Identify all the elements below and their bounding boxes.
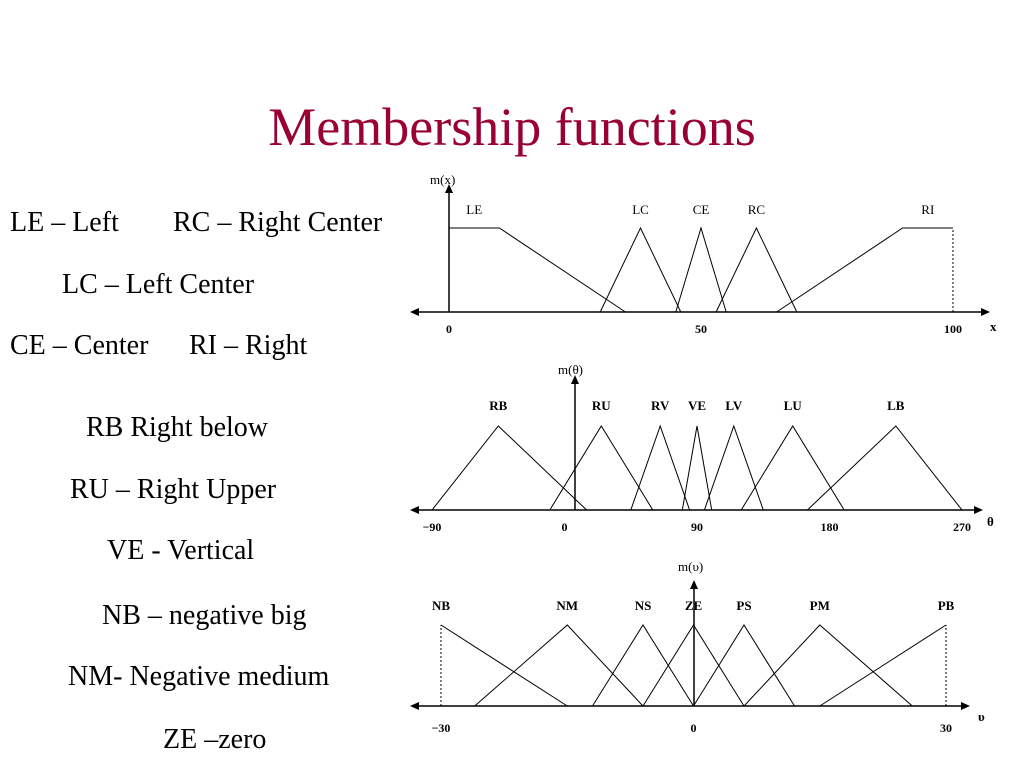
chart1-tick-label: 100	[944, 322, 962, 336]
legend-ce: CE – Center	[10, 330, 149, 361]
chart1-set-ce	[675, 226, 727, 313]
chart1-set-label-lc: LC	[632, 202, 649, 217]
legend-rc: RC – Right Center	[173, 207, 383, 238]
chart3-set-ns	[592, 624, 694, 707]
legend-nm: NM- Negative medium	[68, 661, 330, 692]
chart2-y-axis-arrow	[571, 375, 579, 384]
chart1-set-ri	[776, 227, 953, 313]
chart3-set-pm	[743, 624, 913, 707]
chart2-set-lv	[703, 424, 764, 511]
chart2-tick-label: 270	[953, 520, 971, 534]
chart2-tick-label: 0	[562, 520, 568, 534]
chart2-set-label-lb: LB	[887, 398, 905, 413]
legend-ri: RI – Right	[189, 330, 308, 361]
chart1-tick-label: 50	[695, 322, 707, 336]
chart2-set-label-ve: VE	[688, 398, 706, 413]
chart2-set-label-ru: RU	[592, 398, 611, 413]
chart3-y-axis-arrow	[690, 580, 698, 589]
chart3-x-label: υ	[978, 709, 985, 724]
legend-ve: VE - Vertical	[107, 535, 255, 566]
chart3-set-nm	[474, 624, 644, 707]
chart2-set-ve	[681, 425, 713, 511]
chart2-set-ru	[549, 425, 654, 511]
chart1-tick-label: 0	[446, 322, 452, 336]
chart1-y-axis-arrow	[445, 184, 453, 193]
chart3-set-label-nb: NB	[432, 598, 450, 613]
chart1-set-le	[449, 227, 626, 313]
chart1-set-label-le: LE	[466, 202, 482, 217]
chart1-x-axis-left-arrow	[410, 308, 419, 316]
chart1-set-label-rc: RC	[748, 202, 765, 217]
chart1-set-label-ri: RI	[921, 202, 934, 217]
chart2-set-lb	[807, 425, 963, 511]
chart2-set-rb	[431, 425, 587, 511]
chart3-tick-label: 0	[691, 721, 697, 735]
chart2-set-label-lu: LU	[784, 398, 803, 413]
chart2-tick-label: 180	[821, 520, 839, 534]
slide-title: Membership functions	[268, 97, 756, 157]
chart3-tick-label: 30	[940, 721, 952, 735]
legend-ze: ZE –zero	[163, 724, 267, 755]
chart3-tick-label: −30	[432, 721, 451, 735]
chart3-set-label-ze: ZE	[685, 598, 702, 613]
legend-ru: RU – Right Upper	[70, 474, 277, 505]
chart2-set-lu	[740, 425, 845, 511]
chart3-set-label-pm: PM	[810, 598, 830, 613]
legend-le: LE – Left	[10, 207, 119, 238]
chart2-set-rv	[630, 424, 691, 511]
chart2-set-label-rb: RB	[489, 398, 507, 413]
chart1-x-axis-right-arrow	[981, 308, 990, 316]
legend-rb: RB Right below	[86, 412, 269, 443]
chart3-set-label-ns: NS	[635, 598, 652, 613]
chart3-set-label-nm: NM	[556, 598, 578, 613]
chart2-tick-label: −90	[423, 520, 442, 534]
chart2-set-label-rv: RV	[651, 398, 670, 413]
chart3-x-axis-left-arrow	[410, 702, 419, 710]
chart1-set-lc	[599, 226, 682, 313]
chart2-tick-label: 90	[691, 520, 703, 534]
chart3-set-pb	[819, 624, 947, 707]
chart1-y-label: m(x)	[430, 172, 455, 187]
chart2-y-label: m(θ)	[558, 362, 583, 377]
chart3-y-label: m(υ)	[678, 559, 703, 574]
chart2-set-label-lv: LV	[725, 398, 742, 413]
legend-nb: NB – negative big	[102, 600, 307, 631]
chart2-x-label: θ	[987, 514, 994, 529]
legend-lc: LC – Left Center	[62, 269, 255, 300]
chart3-x-axis-right-arrow	[961, 702, 970, 710]
chart3-set-ze	[642, 624, 745, 707]
chart1-set-rc	[715, 226, 798, 313]
chart3-set-label-ps: PS	[736, 598, 751, 613]
chart3-set-nb	[440, 624, 568, 707]
chart1-x-label: x	[990, 319, 997, 334]
chart2-x-axis-right-arrow	[974, 506, 983, 514]
chart2-x-axis-left-arrow	[410, 506, 419, 514]
chart1-set-label-ce: CE	[693, 202, 710, 217]
chart3-set-ps	[693, 624, 795, 707]
chart3-set-label-pb: PB	[938, 598, 955, 613]
